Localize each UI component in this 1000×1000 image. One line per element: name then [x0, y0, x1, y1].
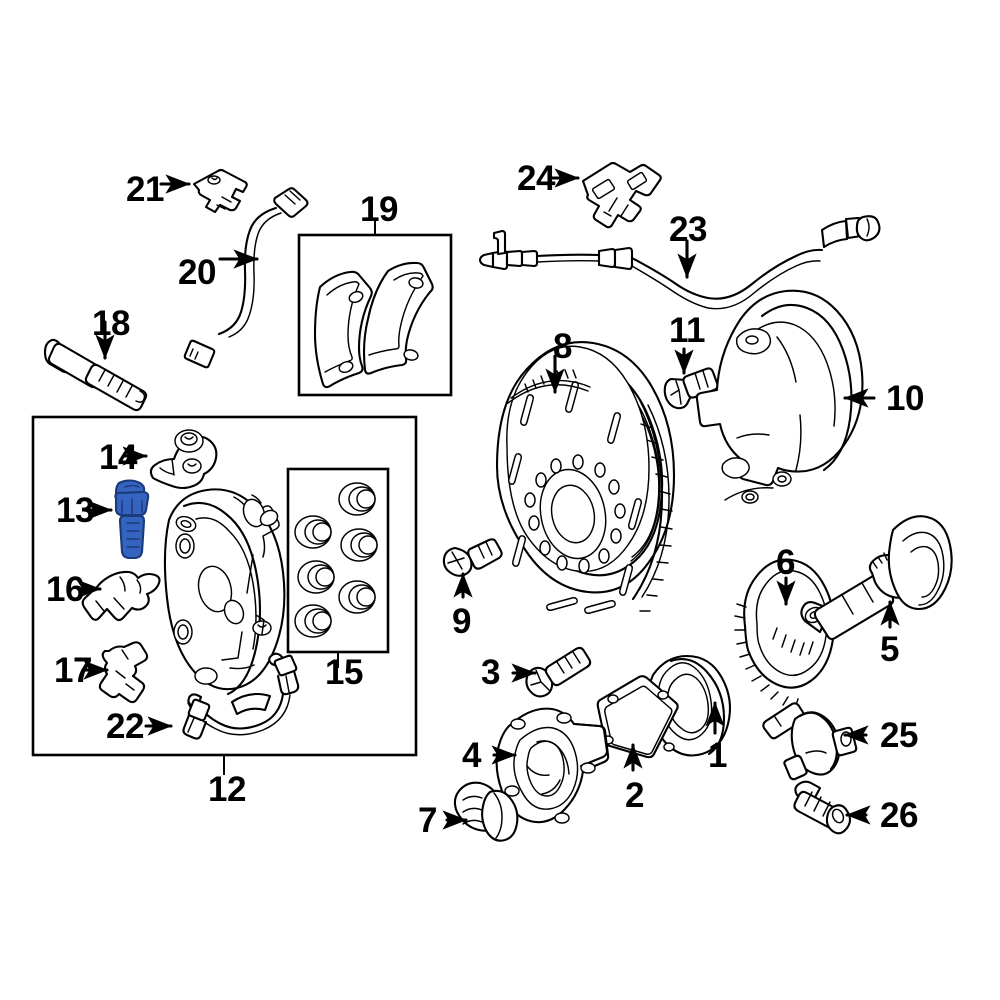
part-4-wheel-hub-flange: [491, 707, 610, 824]
callout-label-13[interactable]: 13: [56, 491, 94, 530]
part-15-caliper-piston-seal-kit: [294, 482, 378, 638]
callout-label-15[interactable]: 15: [325, 653, 363, 692]
part-26-sensor-retaining-bolt: [793, 780, 871, 835]
part-20-pad-wear-sensor-cable: [183, 187, 309, 369]
part-16-pad-retaining-spring: [76, 570, 161, 622]
callout-label-23[interactable]: 23: [669, 210, 707, 249]
group-box-caliper: [31, 415, 418, 775]
part-7-axle-nut: [442, 781, 519, 842]
part-2-bearing-gasket: [596, 675, 679, 772]
part-12-brake-caliper-assembly: [163, 488, 286, 696]
callout-label-5[interactable]: 5: [880, 630, 899, 669]
callout-label-7[interactable]: 7: [418, 801, 437, 840]
part-8-brake-rotor: [495, 341, 676, 614]
callout-label-21[interactable]: 21: [126, 170, 164, 209]
part-11-caliper-bracket-bolt: [663, 347, 719, 410]
part-3-hex-flange-bolt: [511, 646, 592, 698]
part-25-abs-wheel-speed-sensor: [762, 702, 869, 781]
part-18-caliper-mounting-bolt: [43, 320, 148, 412]
part-13-caliper-bleeder-screw-highlighted: [84, 479, 150, 560]
callout-label-6[interactable]: 6: [776, 543, 795, 582]
callout-label-16[interactable]: 16: [46, 570, 84, 609]
part-10-brake-dust-shield: [695, 289, 876, 504]
callout-label-22[interactable]: 22: [106, 707, 144, 746]
part-23-brake-hose: [478, 215, 881, 310]
group-box-brake-pads: [297, 219, 453, 397]
callout-label-14[interactable]: 14: [99, 438, 137, 477]
callout-label-1[interactable]: 1: [708, 736, 727, 775]
callout-label-4[interactable]: 4: [462, 736, 481, 775]
part-5-stub-axle-spindle: [800, 515, 953, 641]
part-6-abs-tone-ring: [734, 558, 836, 709]
callout-label-12[interactable]: 12: [208, 770, 246, 809]
part-19-brake-pad-set: [313, 261, 434, 389]
part-17-pad-anti-rattle-clip: [83, 641, 149, 704]
part-9-rotor-retaining-screw: [442, 538, 503, 599]
callout-label-10[interactable]: 10: [886, 379, 924, 418]
part-14-caliper-guide-bracket: [122, 429, 218, 490]
group-box-piston-seals: [286, 467, 390, 668]
part-24-hose-mounting-bracket: [550, 161, 662, 229]
callout-label-18[interactable]: 18: [92, 304, 130, 343]
callout-label-19[interactable]: 19: [360, 190, 398, 229]
callout-label-11[interactable]: 11: [669, 311, 706, 350]
callout-label-9[interactable]: 9: [452, 602, 471, 641]
callout-label-25[interactable]: 25: [880, 716, 918, 755]
part-22-caliper-brake-line: [144, 652, 300, 740]
callout-label-17[interactable]: 17: [54, 651, 92, 690]
callout-label-20[interactable]: 20: [178, 253, 216, 292]
callout-label-26[interactable]: 26: [880, 796, 918, 835]
callout-label-2[interactable]: 2: [625, 776, 644, 815]
callout-label-24[interactable]: 24: [517, 159, 555, 198]
callout-label-8[interactable]: 8: [553, 327, 572, 366]
callout-label-3[interactable]: 3: [481, 653, 500, 692]
part-21-wear-sensor-bracket: [159, 168, 248, 214]
